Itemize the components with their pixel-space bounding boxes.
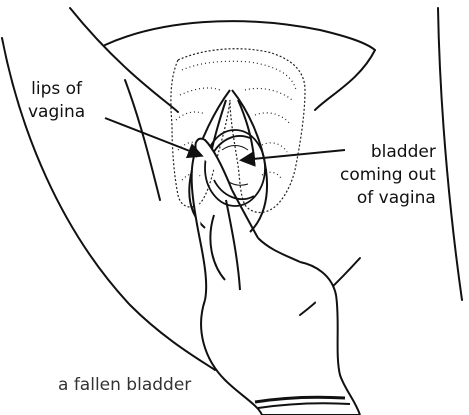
label-bladder-line-2: coming out — [340, 164, 436, 187]
label-lips-of-vagina: lips of vagina — [28, 78, 85, 124]
label-bladder-line-1: bladder — [340, 141, 436, 164]
label-lips-line-1: lips of — [28, 78, 85, 101]
label-bladder-line-3: of vagina — [340, 187, 436, 210]
figure-caption: a fallen bladder — [58, 375, 191, 395]
bladder-pointer-arrow — [243, 150, 345, 160]
gloved-hand — [192, 139, 360, 415]
label-bladder-coming-out: bladder coming out of vagina — [340, 141, 436, 210]
label-lips-line-2: vagina — [28, 101, 85, 124]
lips-pointer-arrow — [105, 118, 200, 155]
